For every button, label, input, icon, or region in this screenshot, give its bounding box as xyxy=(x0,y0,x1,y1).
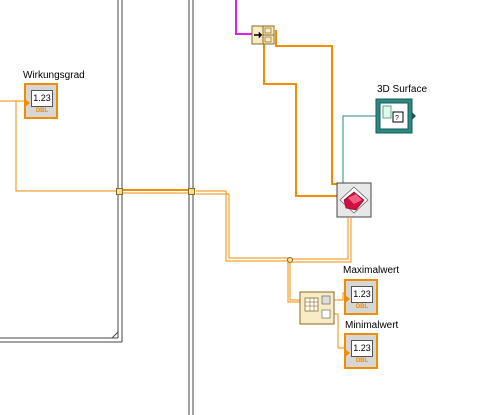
3d-surface-terminal[interactable]: ? xyxy=(375,98,416,134)
pink-wire xyxy=(235,0,252,35)
minimalwert-value: 1.23 xyxy=(351,340,373,357)
teal-wire xyxy=(342,115,376,186)
minimalwert-indicator[interactable]: 1.23 DBL xyxy=(344,333,378,369)
maximalwert-indicator[interactable]: 1.23 DBL xyxy=(344,279,378,315)
wirkungsgrad-value: 1.23 xyxy=(31,90,53,107)
right-structure-frame xyxy=(188,0,194,415)
maximalwert-value: 1.23 xyxy=(351,286,373,303)
3d-surface-label: 3D Surface xyxy=(377,84,428,95)
wire-junction-dot xyxy=(287,257,293,263)
maximalwert-label: Maximalwert xyxy=(343,265,400,276)
orange-wire-wirkungsgrad xyxy=(0,100,118,192)
3d-graph-node[interactable] xyxy=(336,182,372,218)
svg-text:?: ? xyxy=(395,115,399,122)
minimalwert-type: DBL xyxy=(355,358,369,364)
orange-wire-main xyxy=(122,189,352,303)
wirkungsgrad-label: Wirkungsgrad xyxy=(23,70,85,81)
tunnel-right-frame[interactable] xyxy=(188,188,195,195)
input-arrow-icon xyxy=(345,349,350,357)
maximalwert-type: DBL xyxy=(355,304,369,310)
left-structure-frame xyxy=(0,0,123,343)
minimalwert-label: Minimalwert xyxy=(345,320,399,331)
cluster-unbundle-node[interactable] xyxy=(251,25,275,45)
array-max-min-node[interactable] xyxy=(299,291,335,325)
tunnel-left-frame[interactable] xyxy=(116,188,123,195)
input-arrow-icon xyxy=(25,99,30,107)
wirkungsgrad-type: DBL xyxy=(35,108,49,114)
arrow-right-icon xyxy=(254,31,263,39)
input-arrow-icon xyxy=(345,295,350,303)
wirkungsgrad-indicator[interactable]: 1.23 DBL xyxy=(24,83,58,119)
orange-wire-cluster xyxy=(263,30,337,197)
